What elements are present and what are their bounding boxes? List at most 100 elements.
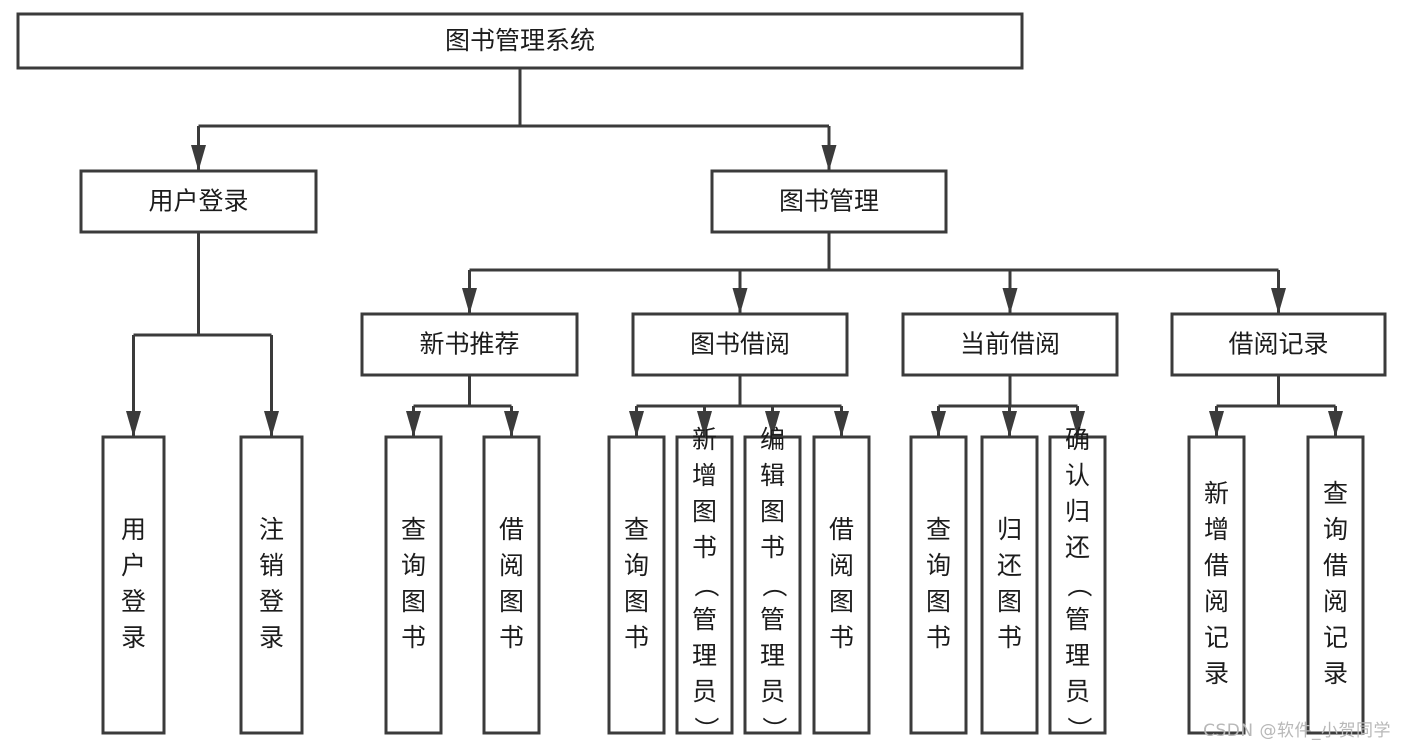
node-l2_0[interactable]: 新书推荐 (360, 312, 579, 377)
node-l2_1[interactable]: 图书借阅 (631, 312, 849, 377)
node-box[interactable] (360, 312, 579, 377)
svg-text:编: 编 (760, 425, 785, 454)
svg-text:借: 借 (1204, 551, 1229, 580)
svg-text:认: 认 (1065, 461, 1090, 490)
svg-text:归: 归 (997, 515, 1022, 544)
node-label: 图书借阅 (690, 330, 790, 359)
node-leaf_0[interactable]: 用户登录 (101, 435, 166, 735)
node-box[interactable] (812, 435, 871, 735)
svg-text:图: 图 (499, 587, 524, 616)
node-box[interactable] (631, 312, 849, 377)
svg-text:图: 图 (829, 587, 854, 616)
svg-text:图: 图 (692, 497, 717, 526)
svg-text:书: 书 (997, 623, 1022, 652)
node-box[interactable] (743, 435, 802, 735)
svg-text:录: 录 (1323, 659, 1348, 688)
arrow-head-icon (406, 411, 421, 437)
node-box[interactable] (1048, 435, 1107, 735)
node-box[interactable] (980, 435, 1039, 735)
node-box[interactable] (909, 435, 968, 735)
svg-text:新: 新 (1204, 479, 1229, 508)
svg-text:注: 注 (259, 515, 284, 544)
svg-text:询: 询 (1323, 515, 1348, 544)
node-layer: 图书管理系统用户登录图书管理新书推荐图书借阅当前借阅借阅记录用户登录注销登录查询… (16, 12, 1387, 742)
svg-text:）: ） (1065, 716, 1094, 741)
svg-text:书: 书 (926, 623, 951, 652)
svg-text:查: 查 (1323, 479, 1348, 508)
node-box[interactable] (1170, 312, 1387, 377)
node-box[interactable] (239, 435, 304, 735)
svg-text:图: 图 (624, 587, 649, 616)
node-box[interactable] (675, 435, 734, 735)
node-l1_1[interactable]: 图书管理 (710, 169, 948, 234)
svg-text:理: 理 (692, 641, 717, 670)
svg-text:户: 户 (121, 551, 146, 580)
node-box[interactable] (79, 169, 318, 234)
node-box[interactable] (901, 312, 1119, 377)
svg-text:查: 查 (401, 515, 426, 544)
arrow-head-icon (264, 411, 279, 437)
node-box[interactable] (482, 435, 541, 735)
svg-text:查: 查 (624, 515, 649, 544)
arrow-head-icon (697, 411, 712, 437)
svg-text:还: 还 (997, 551, 1022, 580)
node-box[interactable] (1187, 435, 1246, 735)
arrow-head-icon (1271, 288, 1286, 314)
svg-text:图: 图 (997, 587, 1022, 616)
node-label: 图书管理系统 (445, 26, 595, 55)
svg-text:录: 录 (259, 623, 284, 652)
svg-text:图: 图 (926, 587, 951, 616)
svg-text:阅: 阅 (829, 551, 854, 580)
node-l2_2[interactable]: 当前借阅 (901, 312, 1119, 377)
svg-text:增: 增 (692, 461, 717, 490)
node-box[interactable] (607, 435, 666, 735)
svg-text:登: 登 (259, 587, 284, 616)
arrow-head-icon (1002, 288, 1018, 314)
node-label: 借阅记录 (1228, 330, 1328, 359)
arrow-head-icon (191, 145, 206, 171)
svg-text:记: 记 (1323, 623, 1348, 652)
svg-text:录: 录 (1204, 659, 1229, 688)
svg-text:书: 书 (760, 533, 785, 562)
node-box[interactable] (1306, 435, 1365, 735)
node-root[interactable]: 图书管理系统 (16, 12, 1024, 70)
svg-text:理: 理 (760, 641, 785, 670)
svg-text:确: 确 (1065, 425, 1090, 454)
node-l2_3[interactable]: 借阅记录 (1170, 312, 1387, 377)
node-box[interactable] (384, 435, 443, 735)
node-label: 当前借阅 (960, 330, 1060, 359)
svg-text:记: 记 (1204, 623, 1229, 652)
svg-text:（: （ (760, 572, 789, 597)
svg-text:阅: 阅 (1323, 587, 1348, 616)
svg-text:管: 管 (1065, 605, 1090, 634)
node-box[interactable] (101, 435, 166, 735)
svg-text:增: 增 (1204, 515, 1229, 544)
node-box[interactable] (710, 169, 948, 234)
arrow-head-icon (931, 411, 946, 437)
svg-text:新: 新 (692, 425, 717, 454)
node-l1_0[interactable]: 用户登录 (79, 169, 318, 234)
node-box[interactable] (16, 12, 1024, 70)
svg-text:图: 图 (401, 587, 426, 616)
